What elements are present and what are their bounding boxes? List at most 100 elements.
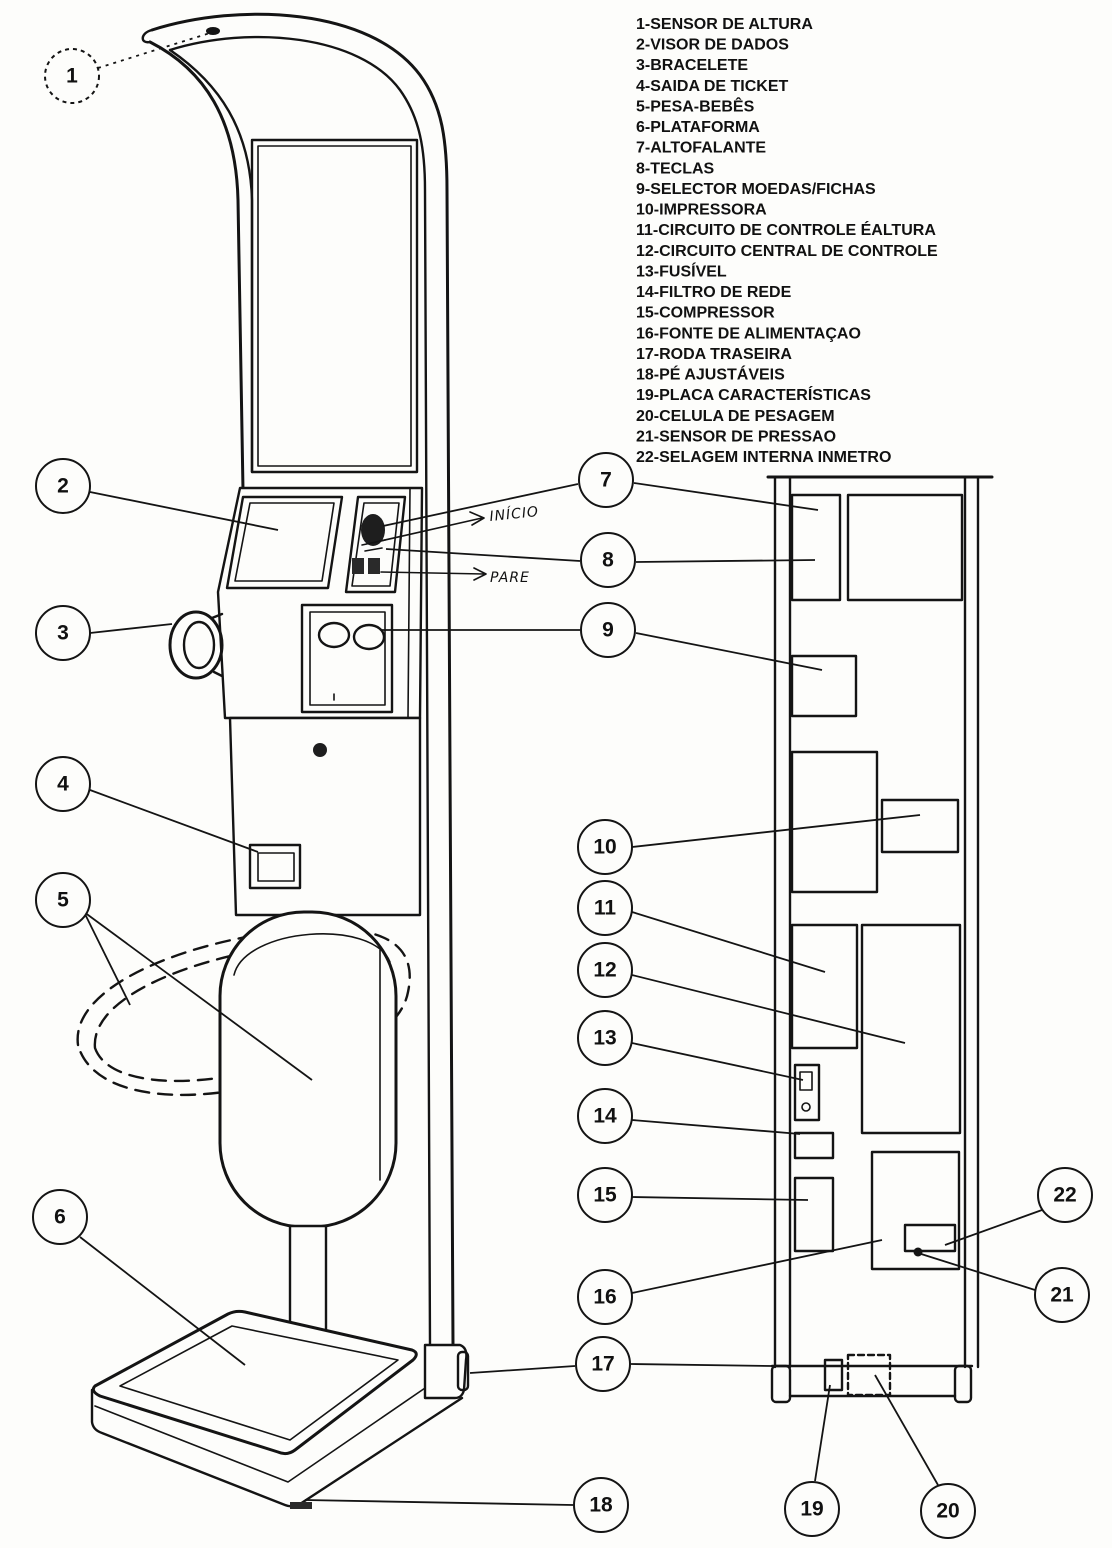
arch-tip (141, 28, 154, 44)
bracelet-mount (210, 612, 224, 678)
baby-scale-pod (218, 910, 398, 1229)
callout-label: 15 (593, 1184, 617, 1207)
callout-label: 6 (54, 1206, 66, 1229)
legend-item: 10-IMPRESSORA (636, 202, 767, 219)
coin-selector-inner (309, 611, 386, 706)
printer-cabinet (228, 716, 422, 917)
callout-label: 2 (57, 475, 69, 498)
leader-3 (89, 623, 173, 634)
callout-21: 21 (1034, 1267, 1090, 1323)
legend-item: 3-BRACELETE (636, 57, 748, 74)
callout-label: 11 (594, 897, 617, 920)
arch-outer (150, 12, 455, 1347)
legend-item: 4-SAIDA DE TICKET (636, 78, 789, 95)
legend-item: 2-VISOR DE DADOS (636, 37, 789, 54)
callout-7: 7 (578, 452, 634, 508)
callout-label: 21 (1050, 1284, 1074, 1307)
leader-2 (89, 491, 279, 531)
callout-3: 3 (35, 605, 91, 661)
speaker-module (790, 493, 842, 602)
callout-label: 17 (591, 1353, 614, 1376)
start-annotation: INÍCIO (489, 503, 540, 525)
leader-21 (917, 1252, 1036, 1291)
leader-17-left (469, 1365, 576, 1374)
power-supply (870, 1150, 961, 1271)
platform-mat (119, 1325, 399, 1441)
legend-item: 17-RODA TRASEIRA (636, 346, 792, 363)
leader-lines (79, 32, 1043, 1506)
legend-item: 15-COMPRESSOR (636, 305, 775, 322)
callout-16: 16 (577, 1269, 633, 1325)
callout-label: 5 (57, 889, 69, 912)
inmetro-seal (903, 1223, 957, 1253)
leader-19 (814, 1384, 831, 1482)
cabinet-wheel-right (953, 1364, 973, 1404)
callout-label: 16 (593, 1286, 616, 1309)
callout-label: 9 (602, 619, 614, 642)
arch-inner (168, 35, 432, 1347)
cabinet-wheel-left (770, 1364, 792, 1404)
callout-4: 4 (35, 756, 91, 812)
callout-11: 11 (577, 880, 633, 936)
callout-label: 3 (57, 622, 69, 645)
fuse-icon (799, 1071, 813, 1091)
bracelet (168, 610, 224, 680)
leader-1 (97, 32, 211, 69)
leader-6 (79, 1236, 246, 1366)
ticket-outlet (248, 843, 302, 890)
legend-item: 1-SENSOR DE ALTURA (636, 16, 813, 33)
callout-label: 10 (593, 836, 616, 859)
legend-item: 19-PLACA CARACTERÍSTICAS (636, 385, 871, 404)
callout-label: 1 (66, 65, 78, 88)
leader-8-left (385, 548, 581, 562)
leader-10 (631, 814, 921, 848)
height-sensor (206, 27, 220, 35)
leader-5a (83, 911, 131, 1006)
leader-8-right (635, 559, 816, 563)
stop-annotation-line (380, 567, 487, 581)
ticket-outlet-inner (257, 852, 295, 882)
height-screen-inner (257, 145, 412, 467)
printer-module (880, 798, 960, 854)
height-control-circuit (790, 923, 859, 1050)
legend-item: 18-PÉ AJUSTÁVEIS (636, 365, 785, 384)
leader-18 (304, 1499, 574, 1506)
speaker-grille (361, 514, 385, 546)
legend-item: 9-SELECTOR MOEDAS/FICHAS (636, 181, 876, 198)
compressor (793, 1176, 835, 1253)
fuse-holder (793, 1063, 821, 1122)
legend-item: 7-ALTOFALANTE (636, 140, 766, 157)
bracelet-inner (182, 620, 216, 670)
callout-22: 22 (1037, 1167, 1093, 1223)
legend-item: 22-SELAGEM INTERNA INMETRO (636, 449, 891, 466)
stop-annotation: PARE (490, 570, 530, 586)
callout-5: 5 (35, 872, 91, 928)
callout-9: 9 (580, 602, 636, 658)
control-panel-edge (407, 487, 411, 719)
leader-7-right (633, 482, 819, 511)
callout-18: 18 (573, 1477, 629, 1533)
baby-scale-tray-outer (76, 927, 411, 1097)
baby-scale-tray-inner (93, 942, 394, 1083)
callout-12: 12 (577, 942, 633, 998)
callout-6: 6 (32, 1189, 88, 1245)
leader-9-right (635, 632, 823, 671)
fuse-switch-icon (801, 1102, 811, 1112)
cabinet-internal-view (766, 475, 994, 1404)
callout-label: 14 (593, 1105, 617, 1128)
callout-15: 15 (577, 1167, 633, 1223)
coin-slot-right (352, 623, 386, 651)
height-screen (250, 138, 419, 474)
baby-scale-pod-rim (233, 933, 391, 976)
leader-22 (944, 1209, 1043, 1246)
legend-item: 16-FONTE DE ALIMENTAÇAO (636, 325, 861, 342)
parts-legend: 1-SENSOR DE ALTURA 2-VISOR DE DADOS 3-BR… (636, 16, 938, 466)
coin-selector (300, 603, 394, 714)
callout-label: 7 (600, 469, 612, 492)
leader-5b (83, 911, 313, 1081)
legend-item: 21-SENSOR DE PRESSAO (636, 428, 836, 445)
lock-icon (313, 743, 327, 757)
legend-item: 20-CELULA DE PESAGEM (636, 408, 835, 425)
callout-label: 4 (57, 773, 69, 796)
